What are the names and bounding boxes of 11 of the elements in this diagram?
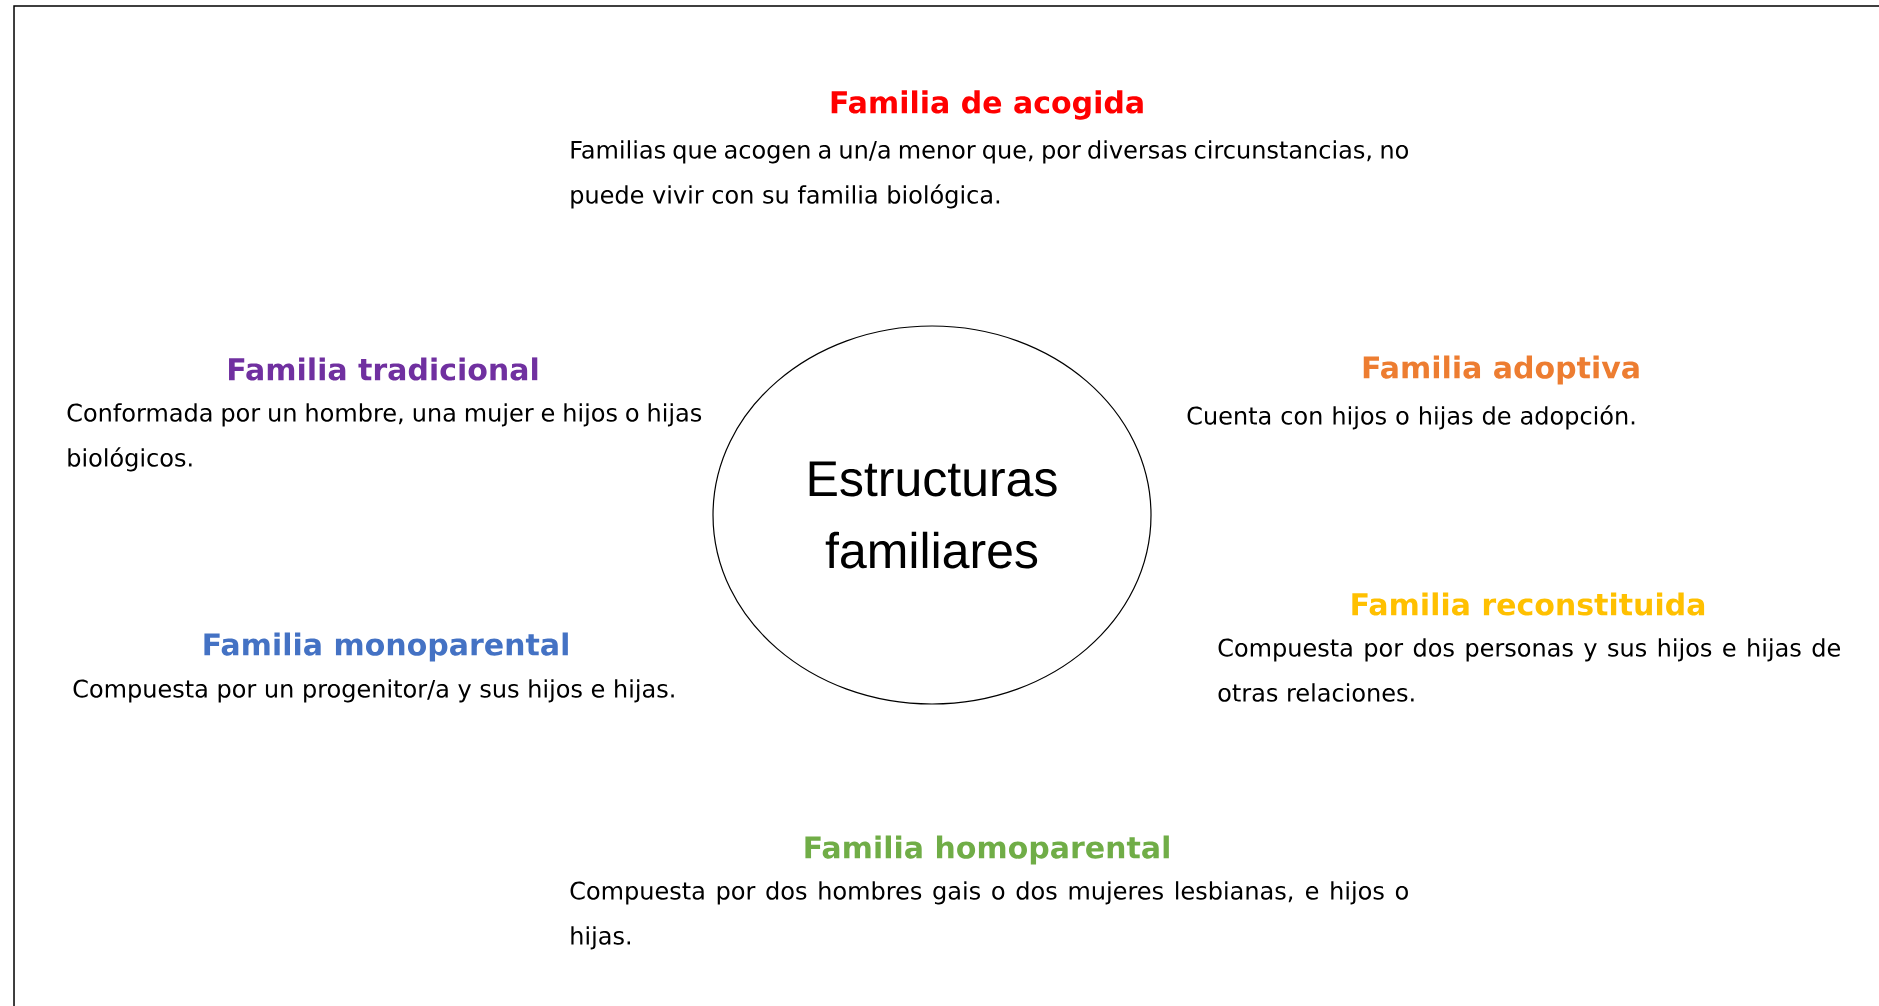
heading: Familia homoparental	[805, 835, 1169, 865]
description: Compuesta por dos hombres gais o dos mujeres lesbianas, e hijos o hijas.	[570, 881, 1408, 950]
heading: Familia tradicional	[229, 357, 538, 381]
description: Cuenta con hijos o hijas de adopción.	[1187, 405, 1635, 430]
heading: Familia reconstituida	[1352, 592, 1705, 616]
heading: Familia adoptiva	[1363, 355, 1639, 385]
description: Compuesta por dos personas y sus hijos e hijas de otras relaciones.	[1218, 638, 1840, 702]
description: Compuesta por un progenitor/a y sus hijos e hijas.	[73, 679, 674, 703]
description: Familias que acogen a un/a menor que, por diversas circunstancias, no puede vivir con su familia biológica.	[571, 140, 1408, 209]
heading: Familia monoparental	[204, 632, 568, 662]
heading: Familia de acogida	[831, 90, 1143, 120]
